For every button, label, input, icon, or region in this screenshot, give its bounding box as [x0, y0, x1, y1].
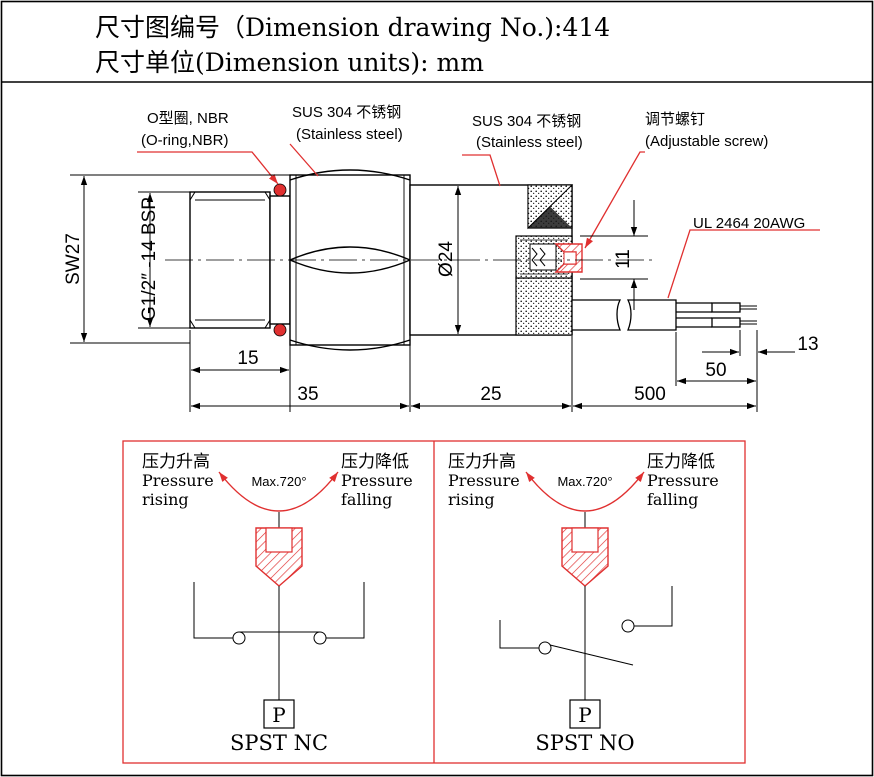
no-fall-en2: falling — [647, 490, 698, 509]
dim-50: 50 — [705, 360, 726, 381]
nc-contact-left — [232, 631, 246, 645]
drawing-number-title: 尺寸图编号（Dimension drawing No.):414 — [95, 13, 610, 42]
no-pressure-port — [569, 699, 601, 729]
no-pressure-port-label: P — [578, 703, 591, 727]
no-rise-cn: 压力升高 — [448, 452, 516, 471]
nc-pressure-port-label: P — [272, 703, 285, 727]
dim-sw27: SW27 — [63, 233, 84, 285]
screw-label-en: (Adjustable screw) — [645, 133, 768, 150]
no-switch-label: SPST NO — [535, 731, 634, 755]
nc-contact-right — [313, 631, 327, 645]
adjustable-screw — [529, 243, 583, 273]
no-rotation-arc — [525, 471, 645, 512]
no-max-angle: Max.720° — [557, 474, 612, 489]
oring-label-cn: O型圈, NBR — [147, 110, 229, 127]
nc-switch-label: SPST NC — [230, 731, 328, 755]
leader-lines — [137, 143, 820, 299]
hex-material-cn: SUS 304 不锈钢 — [292, 104, 401, 121]
screw-label-cn: 调节螺钉 — [645, 111, 705, 128]
nc-pressure-port — [263, 699, 295, 729]
oring-label-en: (O-ring,NBR) — [141, 132, 229, 149]
no-contact-right — [621, 619, 635, 633]
schematic-frame — [122, 440, 746, 764]
schematic-spst-no: 压力升高 Pressure rising 压力降低 Pressure falli… — [448, 452, 719, 755]
dim-500: 500 — [634, 384, 666, 405]
hex-material-en: (Stainless steel) — [296, 126, 403, 143]
nc-fall-en1: Pressure — [341, 471, 413, 490]
nc-fall-cn: 压力降低 — [341, 452, 409, 471]
o-ring — [273, 183, 287, 337]
no-fall-en1: Pressure — [647, 471, 719, 490]
no-contact-left — [538, 641, 552, 655]
no-rise-en1: Pressure — [448, 471, 520, 490]
dim-screw-height: 11 — [613, 249, 634, 269]
dimension-lines — [70, 174, 795, 412]
dim-25: 25 — [480, 384, 501, 405]
nc-rise-en2: rising — [142, 490, 189, 509]
nc-max-angle: Max.720° — [251, 474, 306, 489]
dim-13: 13 — [797, 334, 818, 355]
dim-35: 35 — [297, 384, 318, 405]
no-fall-cn: 压力降低 — [647, 452, 715, 471]
body-material-cn: SUS 304 不锈钢 — [472, 113, 581, 130]
nc-rise-en1: Pressure — [142, 471, 214, 490]
schematic-spst-nc: 压力升高 Pressure rising 压力降低 Pressure falli… — [142, 452, 413, 755]
body-material-en: (Stainless steel) — [476, 134, 583, 151]
nc-rotation-arc — [218, 471, 339, 512]
dim-diameter: Ø24 — [436, 241, 457, 277]
no-rise-en2: rising — [448, 490, 495, 509]
units-title: 尺寸单位(Dimension units): mm — [95, 48, 484, 77]
cable-label: UL 2464 20AWG — [693, 215, 805, 232]
dim-15: 15 — [237, 348, 258, 369]
nc-rise-cn: 压力升高 — [142, 452, 210, 471]
cable — [571, 299, 757, 331]
dim-thread: G1/2″ -14 BSP — [139, 197, 160, 321]
nc-fall-en2: falling — [341, 490, 392, 509]
